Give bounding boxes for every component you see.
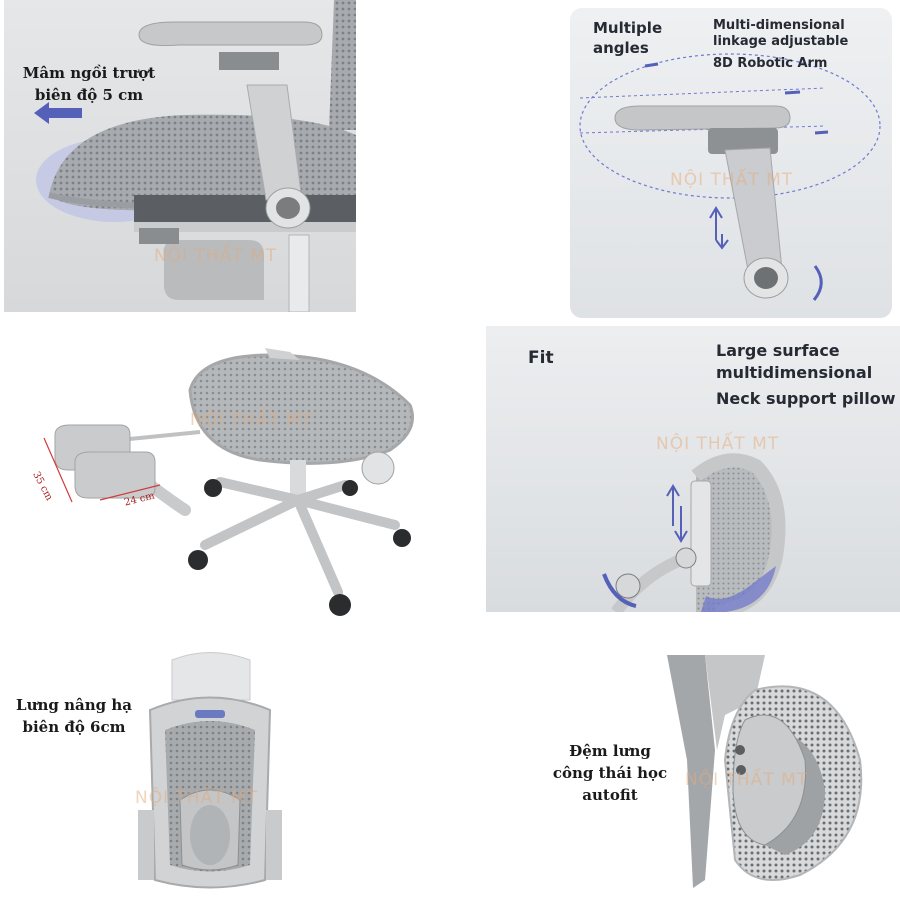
seat-slide-panel: Mâm ngồi trượt biên độ 5 cm NỘI THẤT MT (4, 0, 356, 312)
seat-slide-caption-line1: Mâm ngồi trượt (22, 64, 156, 82)
seat-slide-caption-line2: biên độ 5 cm (34, 86, 144, 104)
linkage-line1: Multi-dimensional (713, 18, 845, 33)
lumbar-illustration (667, 655, 863, 888)
robotic-arm-panel: Multiple angles Multi-dimensional linkag… (565, 0, 900, 322)
footrest-illustration (43, 348, 414, 616)
watermark: NỘI THẤT MT (190, 410, 314, 430)
lumbar-caption: Đệm lưng công thái học autofit (550, 740, 670, 806)
watermark: NỘI THẤT MT (135, 788, 259, 808)
robotic-arm-card: Multiple angles Multi-dimensional linkag… (570, 8, 892, 318)
seat-slide-caption: Mâm ngồi trượt biên độ 5 cm (14, 62, 164, 106)
lumbar-line1: Đệm lưng (569, 742, 651, 760)
neck-pillow-line3: Neck support pillow (716, 389, 896, 408)
backrest-lift-panel: Lưng nâng hạ biên độ 6cm NỘI THẤT MT (0, 640, 450, 900)
backrest-lift-illustration (138, 652, 282, 889)
neck-pillow-description: Large surface multidimensional Neck supp… (716, 340, 896, 410)
backrest-lift-caption: Lưng nâng hạ biên độ 6cm (8, 694, 140, 738)
lumbar-panel: Đệm lưng công thái học autofit NỘI THẤT … (455, 640, 900, 900)
watermark: NỘI THẤT MT (670, 170, 794, 190)
watermark: NỘI THẤT MT (154, 246, 278, 266)
backrest-lift-line2: biên độ 6cm (22, 718, 126, 736)
backrest-lift-line1: Lưng nâng hạ (16, 696, 132, 714)
fit-label: Fit (528, 348, 554, 368)
neck-pillow-line2: multidimensional (716, 363, 873, 382)
multiple-angles-line2: angles (593, 39, 649, 57)
neck-pillow-panel: Fit Large surface multidimensional Neck … (486, 326, 900, 612)
lumbar-line2: công thái học (552, 764, 668, 782)
linkage-label: Multi-dimensional linkage adjustable (713, 18, 848, 50)
footrest-panel: 35 cm 24 cm NỘI THẤT MT (0, 330, 440, 630)
robotic-arm-illustration (579, 53, 881, 301)
neck-pillow-illustration (602, 453, 786, 612)
robotic-arm-label: 8D Robotic Arm (713, 56, 828, 71)
seat-slide-illustration (34, 0, 356, 312)
multiple-angles-label: Multiple angles (593, 18, 662, 58)
lumbar-line3: autofit (582, 786, 638, 804)
watermark: NỘI THẤT MT (685, 770, 809, 790)
multiple-angles-line1: Multiple (593, 19, 663, 37)
neck-pillow-line1: Large surface (716, 341, 840, 360)
watermark: NỘI THẤT MT (656, 434, 780, 454)
linkage-line2: linkage adjustable (713, 34, 849, 49)
